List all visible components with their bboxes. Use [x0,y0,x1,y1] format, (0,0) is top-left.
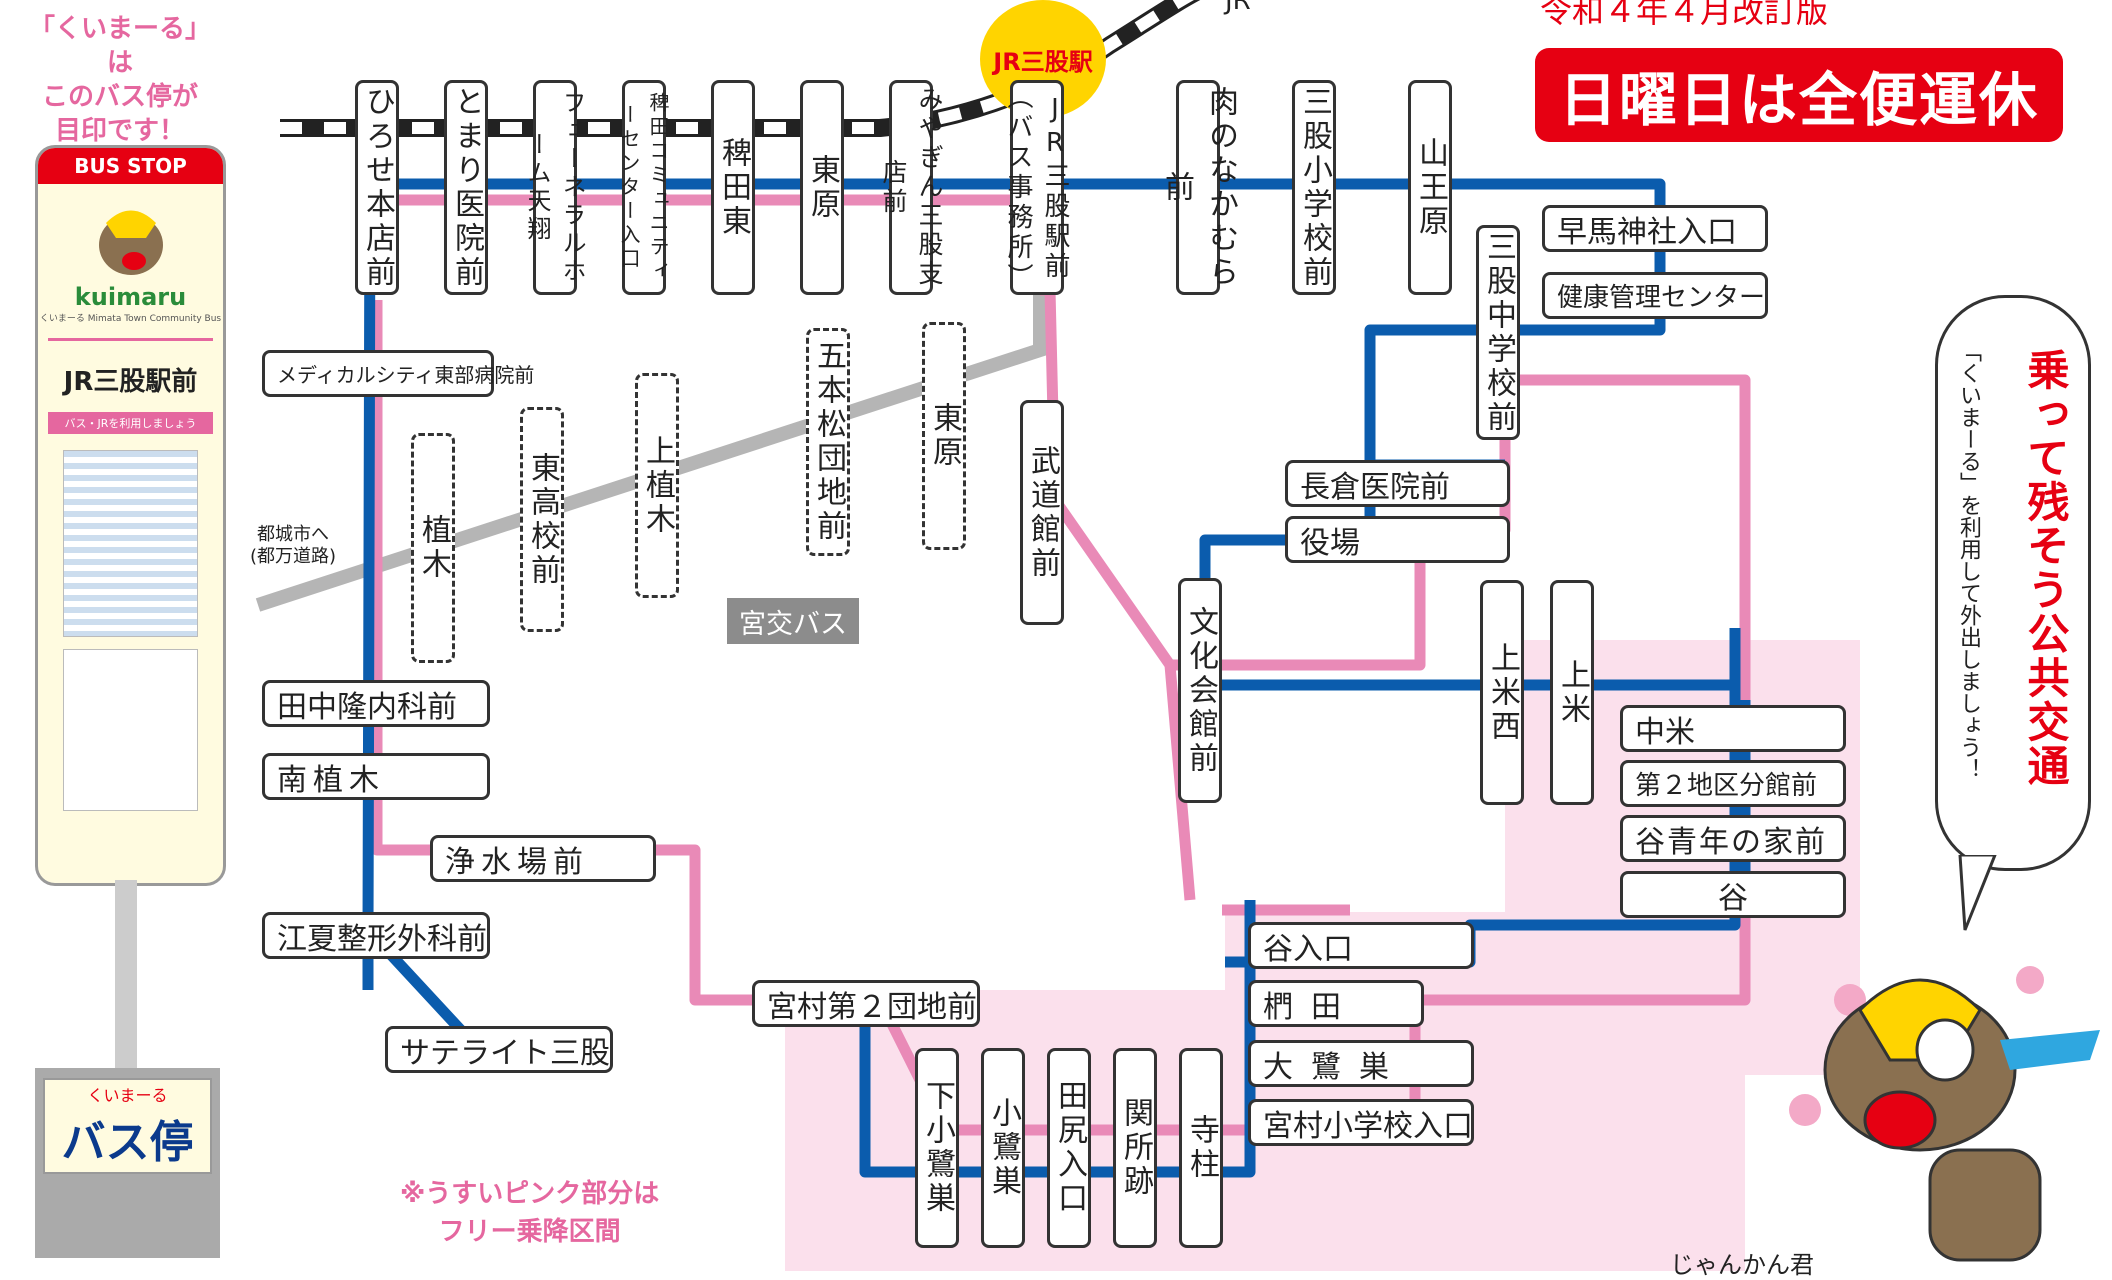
stop-gohonmatsu[interactable]: 五本松団地前 [806,328,850,556]
stop-higashibaru-mid[interactable]: 東原 [922,322,966,550]
bus-stop-sign: BUS STOP kuimaru くいまーる Mimata Town Commu… [35,145,226,886]
stop-hayama[interactable]: 早馬神社入口 [1542,205,1768,252]
mascot-name: じゃんかん君 [1670,1251,1814,1279]
stop-budokan[interactable]: 武道館前 [1020,400,1064,625]
stop-tomari[interactable]: とまり医院前 [444,80,488,295]
stop-sanno[interactable]: 山王原 [1408,80,1452,295]
revision-label: 令和４年４月改訂版 [1540,0,1829,30]
stop-funeral[interactable]: フューネラルホーム天翔 [523,80,586,295]
stop-dai2[interactable]: 第２地区分館前 [1620,760,1846,807]
stop-higashi-koko[interactable]: 東高校前 [520,407,564,632]
sign-pole [115,880,137,1070]
stop-osagi[interactable]: 大鷺巣 [1248,1040,1474,1087]
stop-kosagi[interactable]: 小鷺巣 [981,1048,1025,1248]
stop-nagakura[interactable]: 長倉医院前 [1285,460,1510,507]
stop-kami-ueki[interactable]: 上植木 [635,373,679,598]
stop-kamikome-nishi[interactable]: 上米西 [1480,580,1524,805]
janckan-mascot-illustration [1789,966,2100,1262]
kuimaru-mascot-icon [98,210,163,275]
stop-yakuba[interactable]: 役場 [1285,516,1510,563]
stop-enatsu[interactable]: 江夏整形外科前 [262,912,490,959]
stop-satellite[interactable]: サテライト三股 [385,1026,613,1073]
stop-tajiri[interactable]: 田尻入口 [1047,1048,1091,1248]
stop-kenko[interactable]: 健康管理センター [1542,272,1768,319]
stop-josuijo[interactable]: 浄水場前 [430,835,656,882]
sign-base: くいまーる バス停 [35,1068,220,1258]
sign-header: BUS STOP [38,148,223,184]
stop-jr-mimata[interactable]: JR三股駅前（バス事務所） [1003,80,1070,295]
campaign-main: 乗って残そう公共交通 [2021,348,2070,788]
free-zone-note: ※うすいピンク部分は フリー乗降区間 [400,1179,660,1247]
sunday-notice-banner: 日曜日は全便運休 [1535,48,2063,142]
miyako-bus-line [255,290,1047,612]
stop-minami-ueki[interactable]: 南植木 [262,753,490,800]
sign-sub-caption: バス・JRを利用しましょう [48,412,213,434]
stop-ueki[interactable]: 植木 [411,433,455,663]
stop-mimata-jhs[interactable]: 三股中学校前 [1476,225,1520,440]
intro-caption: 「くいまーる」は このバス停が 目印です！ [28,14,211,146]
kuimaru-logo: kuimaru くいまーる Mimata Town Community Bus [38,184,223,332]
stop-higashibaru-top[interactable]: 東原 [800,80,844,295]
stop-terabashira[interactable]: 寺柱 [1179,1048,1223,1248]
to-miyakonojo-label: 都城市へ (都万道路) [250,524,337,567]
stop-kunugida[interactable]: 椚田 [1248,980,1424,1027]
bubble-tail [1958,855,1997,931]
stop-hieda-center[interactable]: 稗田コミュニティーセンター入口 [617,80,670,295]
sign-stop-name: JR三股駅前 [63,367,198,397]
stop-tanaka[interactable]: 田中隆内科前 [262,680,490,727]
campaign-sub: 「くいまーる」を利用して外出しましょう！ [1956,340,1981,780]
stop-miyamura2[interactable]: 宮村第２団地前 [752,980,980,1027]
stop-hirose[interactable]: ひろせ本店前 [355,80,399,295]
stop-nakamura[interactable]: 肉のなかむら前 [1159,80,1238,295]
stop-bunka[interactable]: 文化会館前 [1178,578,1222,803]
stop-hieda-higashi[interactable]: 稗田東 [711,80,755,295]
stop-kamikome[interactable]: 上米 [1550,580,1594,805]
stop-mimata-elem[interactable]: 三股小学校前 [1292,80,1336,295]
stop-miyagin[interactable]: みやぎん三股支店前 [879,80,944,295]
stop-tani[interactable]: 谷 [1620,871,1846,918]
stop-shimo-kosagi[interactable]: 下小鷺巣 [915,1048,959,1248]
stop-miyamura-elem[interactable]: 宮村小学校入口 [1248,1099,1474,1146]
campaign-bubble: 乗って残そう公共交通 「くいまーる」を利用して外出しましょう！ [1935,295,2091,871]
timetable-thumbnail [63,450,198,637]
jr-line-label: JR [1225,0,1251,16]
miyako-bus-label: 宮交バス [727,598,859,644]
route-map-thumbnail [63,649,198,811]
stop-tani-seinen[interactable]: 谷青年の家前 [1620,815,1846,862]
stop-sekisho[interactable]: 関所跡 [1113,1048,1157,1248]
stop-tani-iriguchi[interactable]: 谷入口 [1248,922,1474,969]
stop-nakakome[interactable]: 中米 [1620,705,1846,752]
stop-medical[interactable]: メディカルシティ東部病院前 [262,350,534,397]
